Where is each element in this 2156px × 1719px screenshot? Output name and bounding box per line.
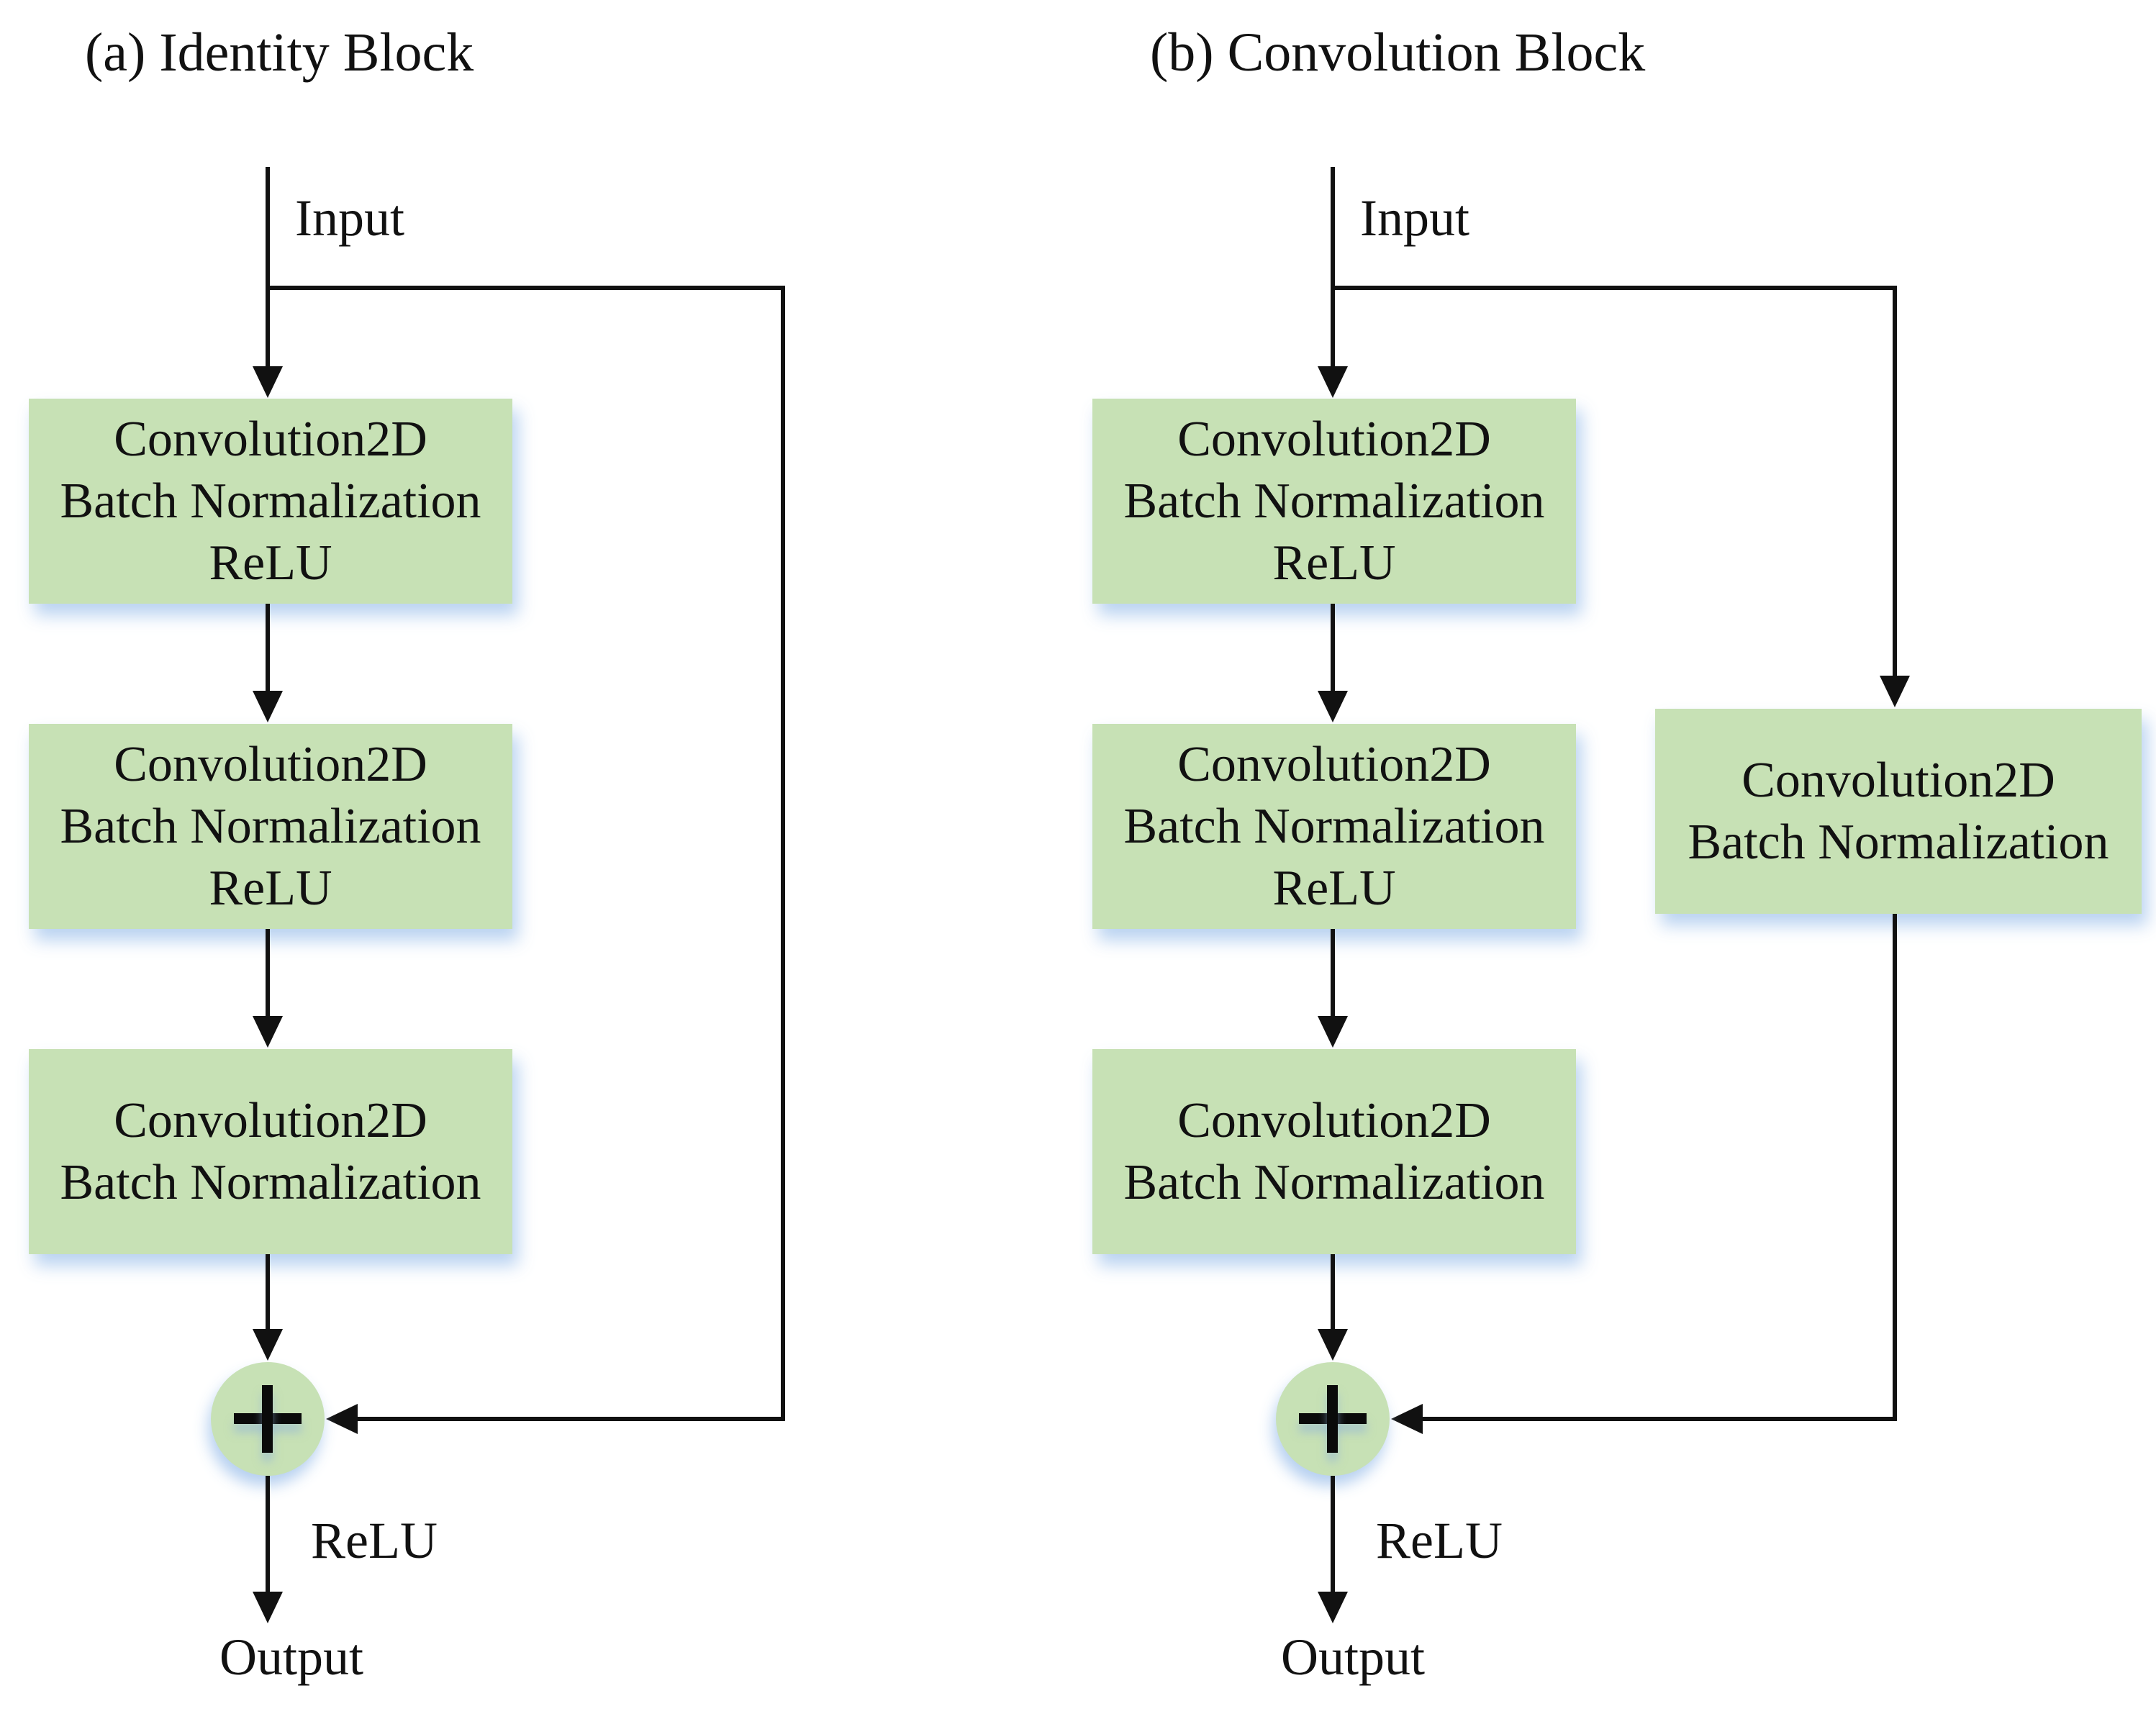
box-text-line: ReLU [1272, 860, 1396, 916]
arrowhead-left-icon [326, 1404, 358, 1434]
input-line [1331, 167, 1335, 368]
arrowhead-down-icon [253, 691, 283, 722]
output-line [266, 1476, 270, 1593]
input-label: Input [1360, 189, 1469, 247]
box-text-line: ReLU [209, 860, 332, 916]
conv-bn-box-3: Convolution2D Batch Normalization [1092, 1049, 1576, 1254]
connector-line [1331, 604, 1335, 692]
connector-line [1331, 1254, 1335, 1330]
relu-label: ReLU [311, 1512, 438, 1569]
skip-branch-line [266, 286, 785, 290]
shortcut-conv-bn-box: Convolution2D Batch Normalization [1655, 709, 2142, 914]
connector-line [266, 604, 270, 692]
input-line [266, 167, 270, 368]
output-line [1331, 1476, 1335, 1593]
connector-line [266, 1254, 270, 1330]
box-text-line: Batch Normalization [1688, 814, 2109, 870]
arrowhead-left-icon [1391, 1404, 1423, 1434]
box-text-line: Convolution2D [114, 736, 427, 792]
skip-to-plus-line [356, 1417, 785, 1421]
skip-vertical-upper-line [1893, 286, 1897, 677]
arrowhead-down-icon [253, 1016, 283, 1048]
box-text-line: Batch Normalization [60, 473, 481, 529]
output-label: Output [1281, 1628, 1426, 1686]
merge-plus-node [211, 1362, 325, 1476]
conv-bn-relu-box-1: Convolution2D Batch Normalization ReLU [1092, 399, 1576, 604]
box-text-line: ReLU [1272, 535, 1396, 591]
box-text-line: Batch Normalization [1123, 798, 1545, 854]
conv-bn-relu-box-1: Convolution2D Batch Normalization ReLU [29, 399, 512, 604]
box-text-line: Batch Normalization [60, 798, 481, 854]
conv-bn-relu-box-2: Convolution2D Batch Normalization ReLU [1092, 724, 1576, 929]
arrowhead-down-icon [1318, 1016, 1348, 1048]
box-text-line: Convolution2D [1741, 752, 2055, 808]
relu-label: ReLU [1376, 1512, 1503, 1569]
diagram-b-title: (b) Convolution Block [1150, 22, 1646, 83]
box-text-line: Convolution2D [114, 1092, 427, 1148]
box-text-line: ReLU [209, 535, 332, 591]
input-label: Input [295, 189, 404, 247]
skip-branch-line [1331, 286, 1897, 290]
box-text-line: Convolution2D [114, 411, 427, 467]
connector-line [266, 929, 270, 1017]
diagram-a-title: (a) Identity Block [85, 22, 474, 83]
connector-line [1331, 929, 1335, 1017]
arrowhead-down-icon [253, 1329, 283, 1361]
skip-vertical-line [781, 286, 785, 1421]
output-label: Output [219, 1628, 364, 1686]
conv-bn-relu-box-2: Convolution2D Batch Normalization ReLU [29, 724, 512, 929]
arrowhead-down-icon [1318, 1592, 1348, 1623]
arrowhead-down-icon [253, 1592, 283, 1623]
box-text-line: Batch Normalization [60, 1154, 481, 1210]
arrowhead-down-icon [1880, 676, 1910, 707]
conv-bn-box-3: Convolution2D Batch Normalization [29, 1049, 512, 1254]
arrowhead-down-icon [1318, 691, 1348, 722]
arrowhead-down-icon [1318, 1329, 1348, 1361]
skip-vertical-lower-line [1893, 914, 1897, 1421]
box-text-line: Convolution2D [1177, 1092, 1491, 1148]
box-text-line: Convolution2D [1177, 736, 1491, 792]
arrowhead-down-icon [1318, 366, 1348, 398]
box-text-line: Batch Normalization [1123, 1154, 1545, 1210]
box-text-line: Batch Normalization [1123, 473, 1545, 529]
merge-plus-node [1276, 1362, 1390, 1476]
arrowhead-down-icon [253, 366, 283, 398]
box-text-line: Convolution2D [1177, 411, 1491, 467]
skip-to-plus-line [1421, 1417, 1897, 1421]
